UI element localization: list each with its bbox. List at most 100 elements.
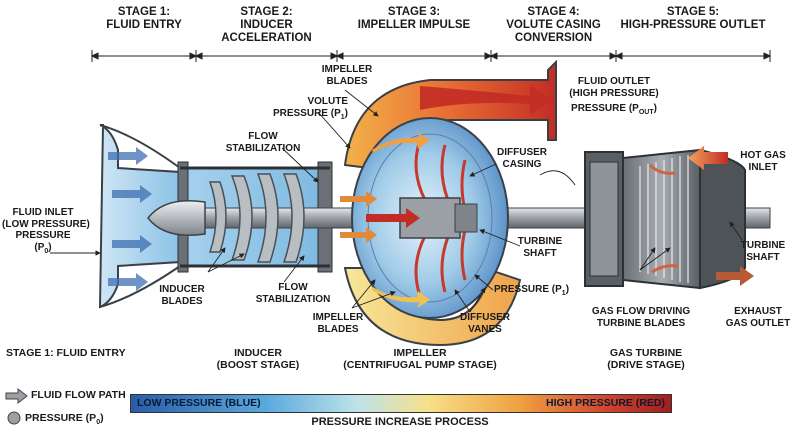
turbine-shaft-right-label: TURBINE SHAFT (732, 240, 794, 263)
bottom-impeller-1: IMPELLER (393, 347, 447, 359)
diffuser-casing-label: DIFFUSER CASING (492, 147, 552, 170)
turbine-shaft-mid-label: TURBINE SHAFT (510, 236, 570, 259)
gas-flow-driving-label: GAS FLOW DRIVING TURBINE BLADES (586, 306, 696, 329)
inducer-screw (208, 173, 305, 263)
diffuser-vanes-1: DIFFUSER (460, 312, 510, 323)
fluid-inlet-label: FLUID INLET (LOW PRESSURE) PRESSURE (P0) (2, 207, 90, 257)
flow-stab-bottom-1: FLOW (278, 282, 308, 293)
fluid-outlet-3: PRESSURE (POUT) (566, 103, 662, 119)
p0-text: (P (34, 241, 45, 253)
flow-stab-top-1: FLOW (248, 131, 278, 142)
bottom-stage1-text: STAGE 1: FLUID ENTRY (6, 347, 126, 359)
impeller-blades-bottom-label: IMPELLER BLADES (306, 312, 370, 335)
pressure-p1-sub: 1 (561, 290, 566, 297)
pressure-bar-low: LOW PRESSURE (BLUE) (137, 397, 261, 409)
stage-2-header: STAGE 2: INDUCER ACCELERATION (196, 6, 337, 45)
volute-p1-close: ) (344, 107, 348, 119)
hot-gas-2: INLET (748, 161, 778, 173)
gas-flow-2: TURBINE BLADES (596, 317, 686, 329)
fluid-outlet-label: FLUID OUTLET (HIGH PRESSURE) PRESSURE (P… (566, 76, 662, 119)
p0-close: ) (48, 241, 52, 253)
diffuser-casing-2: CASING (502, 158, 542, 170)
fluid-inlet-line-1: FLUID INLET (12, 207, 74, 218)
flow-stabilization-bottom-label: FLOW STABILIZATION (248, 282, 338, 305)
flow-stabilization-top-label: FLOW STABILIZATION (218, 131, 308, 154)
stage-2-number: STAGE 2: (240, 6, 293, 18)
legend-pressure-close: ) (100, 412, 104, 424)
stage-divider (90, 50, 772, 62)
legend-icons (5, 387, 28, 425)
stage-1-title: FLUID ENTRY (106, 19, 182, 31)
volute-pressure-label: VOLUTE PRESSURE (P1) (256, 96, 348, 123)
impeller-disk (351, 117, 509, 319)
diffuser-casing-1: DIFFUSER (497, 147, 547, 158)
bottom-turbine-label: GAS TURBINE (DRIVE STAGE) (596, 347, 696, 371)
stage-3-header: STAGE 3: IMPELLER IMPULSE (337, 6, 491, 32)
fluid-inlet-line-3: PRESSURE (15, 230, 71, 241)
impeller-blades-bottom-1: IMPELLER (312, 312, 364, 323)
volute-pressure-1: VOLUTE (307, 96, 348, 107)
outlet-flow-arrow (420, 86, 556, 114)
pressure-p1-text: PRESSURE (P (494, 284, 562, 295)
impeller-blades-bottom-2: BLADES (317, 323, 359, 335)
legend-pressure: PRESSURE (P0) (25, 412, 104, 426)
gas-flow-1: GAS FLOW DRIVING (591, 306, 691, 317)
impeller-blades-top-label: IMPELLER BLADES (315, 64, 379, 87)
fluid-inlet-line-2: (LOW PRESSURE) (2, 218, 90, 230)
stage-4-header: STAGE 4: VOLUTE CASING CONVERSION (491, 6, 616, 45)
inducer-blades-2: BLADES (161, 295, 203, 307)
legend-pressure-text-wrap: PRESSURE (P0) (25, 412, 104, 426)
stage-5-number: STAGE 5: (666, 6, 720, 18)
flow-stab-bottom-2: STABILIZATION (255, 293, 331, 305)
bottom-inducer-2: (BOOST STAGE) (216, 359, 300, 371)
volute-pressure-2: PRESSURE (P1) (256, 108, 348, 124)
flow-stab-top-2: STABILIZATION (225, 142, 301, 154)
exhaust-1: EXHAUST (734, 306, 782, 317)
inducer-blades-1: INDUCER (159, 284, 205, 295)
stage-4-title: VOLUTE CASING (506, 19, 601, 31)
volute-pressure-text: PRESSURE (P (272, 107, 341, 119)
legend-pressure-text: PRESSURE (P (25, 412, 97, 424)
hot-gas-inlet-label: HOT GAS INLET (730, 150, 796, 173)
pressure-p1-close: ) (565, 284, 570, 295)
turbine-shaft-mid-2: SHAFT (523, 247, 557, 259)
fluid-outlet-1: FLUID OUTLET (577, 76, 651, 87)
pressure-bar-title: PRESSURE INCREASE PROCESS (311, 416, 489, 428)
impeller-flow-arrows (340, 132, 430, 308)
bottom-inducer-label: INDUCER (BOOST STAGE) (200, 347, 316, 371)
diffuser-vanes-2: VANES (468, 323, 502, 335)
stage-1-header: STAGE 1: FLUID ENTRY (92, 6, 196, 32)
gas-turbine (584, 146, 754, 290)
hot-gas-1: HOT GAS (740, 150, 786, 161)
pressure-p1-label: PRESSURE (P1) (494, 284, 569, 300)
fluid-outlet-2: (HIGH PRESSURE) (569, 87, 659, 99)
impeller-blades-top-2: BLADES (326, 75, 368, 87)
pout-text: PRESSURE (P (571, 103, 639, 114)
legend-flow-path-text: FLUID FLOW PATH (31, 389, 126, 401)
bottom-impeller-2: (CENTRIFUGAL PUMP STAGE) (343, 359, 497, 371)
turbine-shaft-mid-1: TURBINE (517, 236, 563, 247)
turbine-shaft-right-2: SHAFT (746, 251, 780, 263)
p0-sub: 0 (44, 247, 49, 255)
inducer-blades-label: INDUCER BLADES (150, 284, 214, 307)
stage-5-header: STAGE 5: HIGH-PRESSURE OUTLET (616, 6, 770, 32)
pressure-gradient-bar: LOW PRESSURE (BLUE) HIGH PRESSURE (RED) (130, 394, 672, 413)
impeller-blades-top-1: IMPELLER (321, 64, 373, 75)
bottom-inducer-1: INDUCER (234, 347, 282, 359)
pressure-dot-icon (7, 411, 21, 425)
pout-close: ) (653, 103, 657, 114)
pressure-bar-high: HIGH PRESSURE (RED) (545, 397, 665, 409)
bottom-turbine-2: (DRIVE STAGE) (607, 359, 685, 371)
pout-sub: OUT (638, 109, 654, 116)
turbine-shaft-right-1: TURBINE (740, 240, 786, 251)
volute-p1-sub: 1 (340, 113, 345, 121)
stage-1-number: STAGE 1: (117, 6, 171, 18)
stage-4-number: STAGE 4: (527, 6, 580, 18)
nose-cone (147, 199, 206, 237)
bottom-turbine-1: GAS TURBINE (609, 347, 683, 359)
diffuser-vanes-label: DIFFUSER VANES (452, 312, 518, 335)
stage-2-title: INDUCER (240, 19, 293, 31)
exhaust-label: EXHAUST GAS OUTLET (720, 306, 796, 329)
stage-2-title-2: ACCELERATION (221, 32, 312, 44)
